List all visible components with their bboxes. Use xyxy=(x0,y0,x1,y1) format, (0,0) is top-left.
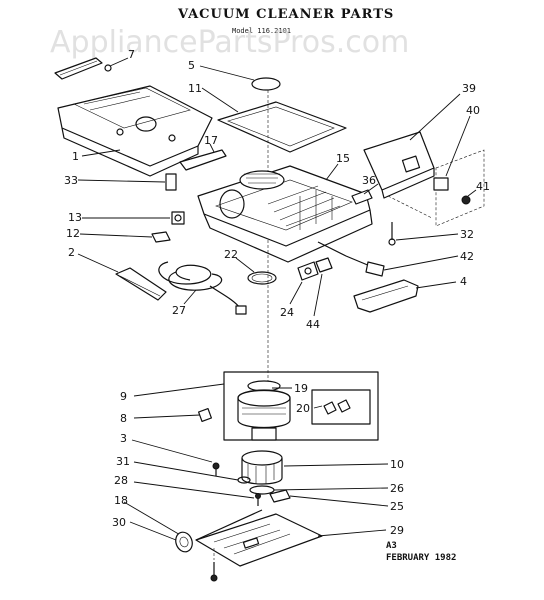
callout-24: 24 xyxy=(280,306,294,319)
callout-31: 31 xyxy=(116,455,130,468)
part-12-block xyxy=(79,231,171,243)
callout-17: 17 xyxy=(204,134,218,147)
callout-40: 40 xyxy=(466,104,480,117)
callout-8: 8 xyxy=(120,412,127,425)
part-3-screw xyxy=(131,439,220,476)
callout-26: 26 xyxy=(390,482,404,495)
part-40-bracket xyxy=(433,115,485,227)
footer-date: FEBRUARY 1982 xyxy=(386,553,456,563)
part-39-nozzle xyxy=(363,93,461,199)
part-10-fan xyxy=(241,450,389,485)
part-5-filter-disc xyxy=(199,65,281,91)
motor-assembly-group xyxy=(133,371,379,441)
callout-22: 22 xyxy=(224,248,238,261)
callout-39: 39 xyxy=(462,82,476,95)
callout-25: 25 xyxy=(390,500,404,513)
part-18-shaft xyxy=(123,501,263,541)
part-42-cord xyxy=(317,241,459,277)
watermark: AppliancePartsPros.com xyxy=(50,25,409,60)
part-44-fitting xyxy=(313,257,333,317)
callout-18: 18 xyxy=(114,494,128,507)
part-36-connector xyxy=(351,183,379,205)
callout-9: 9 xyxy=(120,390,127,403)
callout-19: 19 xyxy=(294,382,308,395)
part-25-bracket xyxy=(269,489,389,507)
callout-30: 30 xyxy=(112,516,126,529)
callout-44: 44 xyxy=(306,318,320,331)
callout-33: 33 xyxy=(64,174,78,187)
part-1-hood xyxy=(57,85,213,177)
part-28-screw xyxy=(133,481,261,506)
callout-42: 42 xyxy=(460,250,474,263)
callout-28: 28 xyxy=(114,474,128,487)
footer-code: A3 xyxy=(386,541,397,551)
part-4-latch xyxy=(353,279,457,313)
part-22-o-ring xyxy=(235,257,277,285)
callout-11: 11 xyxy=(188,82,202,95)
nozzle-guide-line xyxy=(387,195,433,219)
callout-10: 10 xyxy=(390,458,404,471)
callout-20: 20 xyxy=(296,402,310,415)
part-20-brushes xyxy=(311,389,371,425)
part-15-housing xyxy=(197,163,373,263)
callout-4: 4 xyxy=(460,275,467,288)
callout-12: 12 xyxy=(66,227,80,240)
part-26-gasket xyxy=(249,485,389,495)
callout-29: 29 xyxy=(390,524,404,537)
callout-2: 2 xyxy=(68,246,75,259)
part-27-power-cord xyxy=(158,261,247,315)
part-31-washer xyxy=(133,461,251,484)
callout-41: 41 xyxy=(476,180,490,193)
part-30-wheel xyxy=(129,521,193,553)
part-13-switch xyxy=(82,211,185,225)
callout-7: 7 xyxy=(128,48,135,61)
callout-27: 27 xyxy=(172,304,186,317)
part-bottom-screw xyxy=(210,548,218,582)
diagram-title: VACUUM CLEANER PARTS xyxy=(177,7,394,22)
part-29-base-plate xyxy=(195,513,387,567)
callout-13: 13 xyxy=(68,211,82,224)
part-17-bracket xyxy=(179,143,227,171)
part-2-clip xyxy=(77,253,167,301)
callout-32: 32 xyxy=(460,228,474,241)
part-24-fitting xyxy=(289,261,319,305)
part-8-nut xyxy=(133,407,213,423)
part-33-clip xyxy=(77,173,177,191)
callout-15: 15 xyxy=(336,152,350,165)
model-line: Model 116.2101 xyxy=(232,27,291,35)
part-7-handle xyxy=(54,57,129,80)
callout-1: 1 xyxy=(72,150,79,163)
part-11-gasket-frame xyxy=(201,87,347,153)
callout-5: 5 xyxy=(188,59,195,72)
part-32-screw xyxy=(388,222,459,246)
callout-36: 36 xyxy=(362,174,376,187)
callout-3: 3 xyxy=(120,432,127,445)
part-19-motor xyxy=(237,380,292,441)
part-41-screw xyxy=(461,189,477,205)
